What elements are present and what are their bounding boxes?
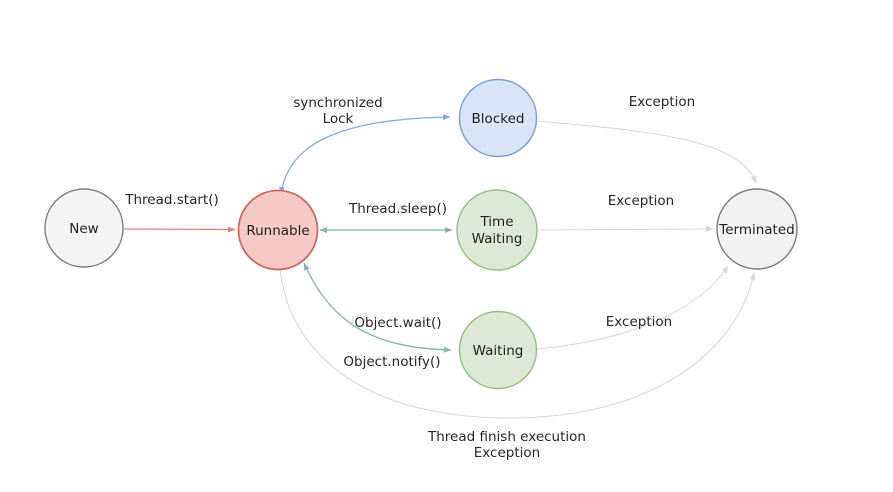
node-terminated-label: Terminated <box>718 222 794 238</box>
edge-runnable-terminated <box>279 268 756 419</box>
node-terminated: Terminated <box>716 188 798 270</box>
node-time-waiting-label-line1: Time <box>479 214 513 230</box>
edge-label-exception-blocked: Exception <box>629 94 695 110</box>
edge-runnable-blocked <box>279 114 451 195</box>
node-runnable-circle <box>237 189 319 271</box>
edge-label-finish-exception: Exception <box>474 445 540 461</box>
edge-label-object-wait: Object.wait() <box>354 315 441 331</box>
node-waiting-circle <box>458 310 538 390</box>
edge-label-thread-start: Thread.start() <box>124 192 218 208</box>
edge-new-to-runnable <box>123 226 236 233</box>
edge-label-synchronized: synchronized <box>293 95 382 111</box>
edge-label-exception-waiting: Exception <box>606 314 672 330</box>
edge-runnable-waiting <box>303 262 452 353</box>
node-time-waiting-circle <box>456 189 538 271</box>
edge-label-object-notify: Object.notify() <box>343 354 440 370</box>
node-time-waiting-label-line2: Waiting <box>472 231 523 247</box>
node-runnable: Runnable <box>237 189 319 271</box>
node-time-waiting: Time Waiting <box>456 189 538 271</box>
node-blocked-circle <box>458 78 538 158</box>
edge-label-thread-finish: Thread finish execution <box>427 429 586 445</box>
node-runnable-label: Runnable <box>246 223 309 239</box>
node-terminated-circle <box>716 188 798 270</box>
edge-blocked-terminated <box>536 120 757 184</box>
node-new-label: New <box>69 221 98 237</box>
node-waiting: Waiting <box>458 310 538 390</box>
node-blocked: Blocked <box>458 78 538 158</box>
edge-time-waiting-terminated <box>538 226 714 233</box>
edge-label-thread-sleep: Thread.sleep() <box>348 201 447 217</box>
node-new: New <box>44 188 124 268</box>
node-blocked-label: Blocked <box>472 111 525 127</box>
edge-waiting-terminated <box>536 265 729 350</box>
edge-label-exception-time-waiting: Exception <box>608 193 674 209</box>
node-new-circle <box>44 188 124 268</box>
node-waiting-label: Waiting <box>473 343 524 359</box>
edge-label-lock: Lock <box>323 111 354 127</box>
